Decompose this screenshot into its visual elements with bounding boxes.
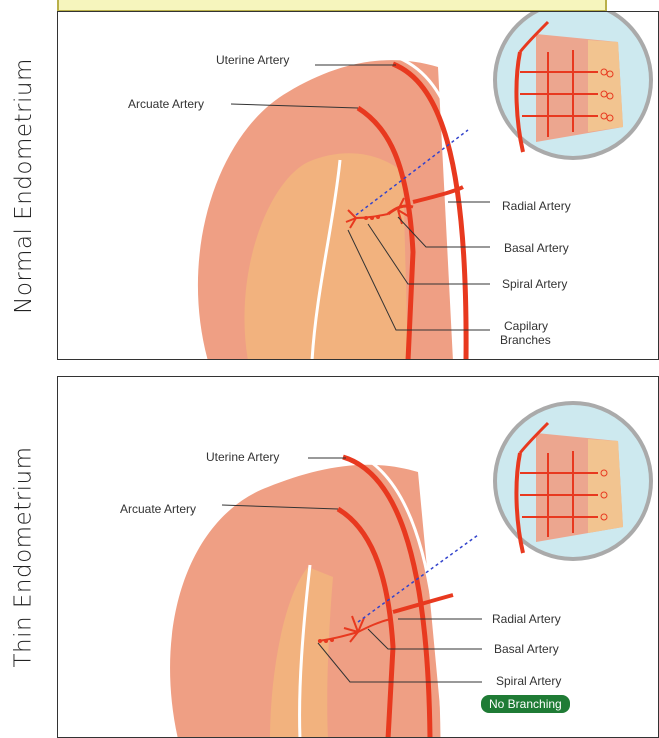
label-basal-artery: Basal Artery xyxy=(494,642,559,656)
label-radial-artery: Radial Artery xyxy=(492,612,561,626)
label-capillary-line2: Branches xyxy=(500,333,551,347)
normal-endometrium-panel: Uterine Artery Arcuate Artery Radial Art… xyxy=(57,11,659,360)
label-spiral-artery: Spiral Artery xyxy=(496,674,561,688)
label-uterine-artery: Uterine Artery xyxy=(206,450,279,464)
no-branching-badge: No Branching xyxy=(481,695,570,713)
thin-diagram: Uterine Artery Arcuate Artery Radial Art… xyxy=(58,377,659,738)
side-label-normal: Normal Endometrium xyxy=(0,12,48,360)
label-radial-artery: Radial Artery xyxy=(502,199,571,213)
normal-diagram: Uterine Artery Arcuate Artery Radial Art… xyxy=(58,12,659,360)
label-spiral-artery: Spiral Artery xyxy=(502,277,567,291)
label-basal-artery: Basal Artery xyxy=(504,241,569,255)
label-arcuate-artery: Arcuate Artery xyxy=(120,502,196,516)
label-capillary-line1: Capilary xyxy=(504,319,548,333)
thin-endometrium-panel: Uterine Artery Arcuate Artery Radial Art… xyxy=(57,376,659,738)
side-label-thin: Thin Endometrium xyxy=(0,376,48,738)
label-arcuate-artery: Arcuate Artery xyxy=(128,97,204,111)
label-uterine-artery: Uterine Artery xyxy=(216,53,289,67)
